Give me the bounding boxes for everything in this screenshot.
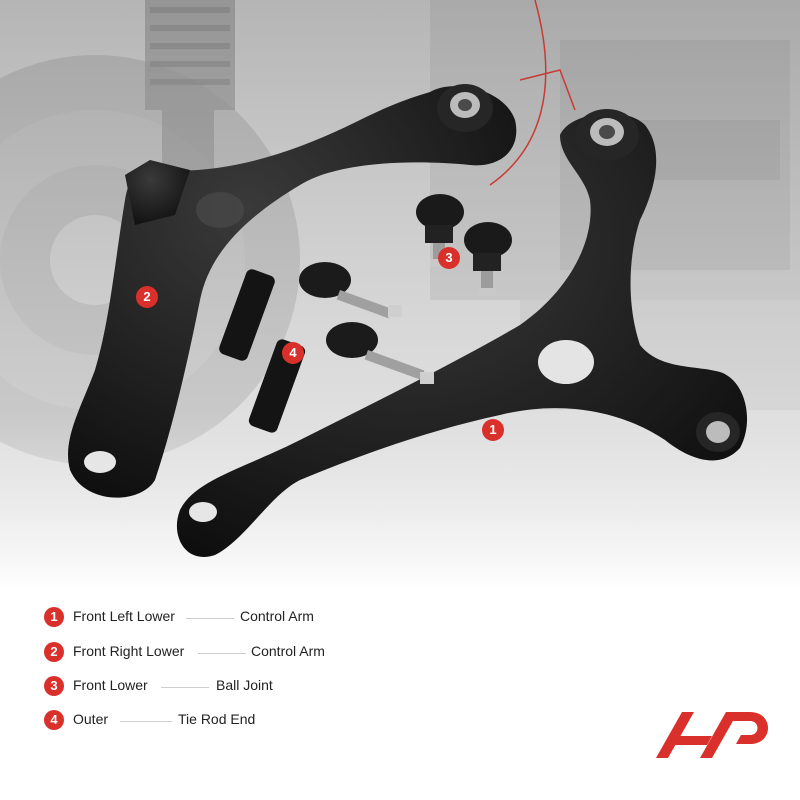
number-badge: 2 (44, 642, 64, 662)
control-arm-right (68, 86, 517, 498)
part-type: Tie Rod End (178, 711, 256, 727)
legend-item: 3 Front Lower Ball Joint (44, 675, 404, 697)
ball-joint-2 (464, 222, 512, 296)
control-arm-left (176, 113, 748, 557)
part-position: Front Right Lower (73, 643, 185, 659)
part-type: Control Arm (240, 608, 314, 624)
leader-line (198, 653, 246, 654)
part-type: Control Arm (251, 643, 325, 659)
part-position: Front Lower (73, 677, 148, 693)
number-badge: 4 (44, 710, 64, 730)
leader-line (161, 687, 209, 688)
part-position: Front Left Lower (73, 608, 175, 624)
callout-3: 3 (438, 247, 460, 269)
part-type: Ball Joint (216, 677, 273, 693)
number-badge: 1 (44, 607, 64, 627)
product-photo: 1 2 3 4 (0, 0, 800, 590)
callout-1: 1 (482, 419, 504, 441)
legend-item: 4 Outer Tie Rod End (44, 709, 404, 731)
leader-line (186, 618, 234, 619)
part-position: Outer (73, 711, 109, 727)
callout-4: 4 (282, 342, 304, 364)
legend-item: 1 Front Left Lower Control Arm (44, 606, 404, 628)
tie-rod-end-1 (219, 262, 402, 361)
leader-line (120, 721, 172, 722)
number-badge: 3 (44, 676, 64, 696)
legend-item: 2 Front Right Lower Control Arm (44, 641, 404, 663)
callout-2: 2 (136, 286, 158, 308)
brand-logo (652, 708, 772, 764)
